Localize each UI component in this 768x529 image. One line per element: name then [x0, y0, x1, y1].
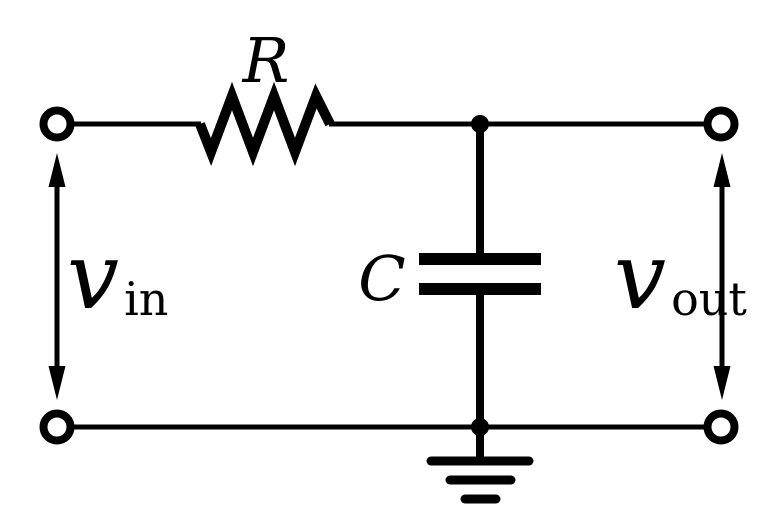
vin-label: v in — [67, 223, 168, 330]
junction-dot-bottom — [471, 418, 489, 436]
vout-arrow — [713, 153, 731, 400]
terminal-top-left — [39, 106, 75, 142]
vout-label-base: v — [614, 223, 666, 330]
vin-label-subscript: in — [124, 272, 168, 326]
terminal-top-right — [703, 106, 739, 142]
terminal-bottom-left — [39, 409, 75, 445]
capacitor-symbol — [419, 124, 541, 427]
vout-label-subscript: out — [671, 272, 747, 326]
resistor-symbol — [195, 81, 335, 167]
terminal-bottom-right — [703, 409, 739, 445]
resistor-label: R — [242, 24, 290, 97]
capacitor-label: C — [358, 242, 405, 315]
junction-dot-top — [471, 115, 489, 133]
vin-label-base: v — [67, 223, 119, 330]
vin-arrow — [48, 153, 66, 400]
vout-label: v out — [614, 223, 747, 330]
